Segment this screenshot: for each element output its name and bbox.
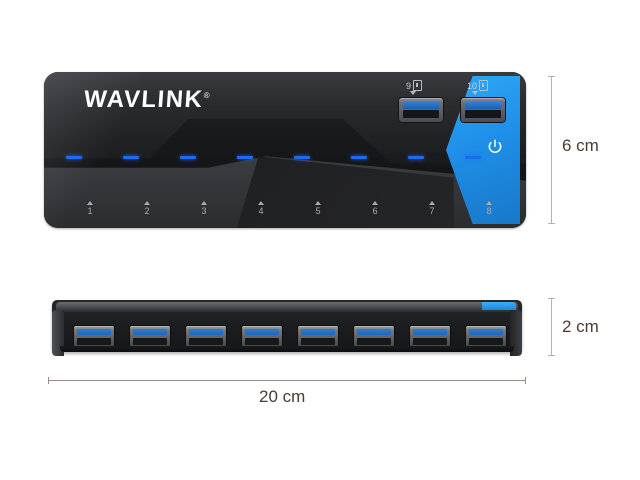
hub-housing-top: WAVLINK® 9 10 1 2 — [44, 72, 526, 228]
charging-port-label-10: 10 — [467, 80, 489, 91]
charging-port-label-9: 9 — [406, 80, 423, 91]
front-bottom-edge — [60, 346, 514, 352]
led-indicator-1 — [66, 156, 82, 159]
led-indicator-2 — [123, 156, 139, 159]
dimension-label-height: 6 cm — [562, 136, 599, 155]
led-indicator-3 — [180, 156, 196, 159]
product-top-view: WAVLINK® 9 10 1 2 — [44, 72, 526, 228]
dimension-label-width: 20 cm — [259, 387, 306, 406]
brand-logo-text: WAVLINK — [83, 86, 205, 113]
port-number-6: 6 — [372, 206, 378, 216]
arrow-up-icon — [144, 201, 150, 205]
product-front-view — [52, 292, 522, 358]
port-mark-3: 3 — [196, 201, 212, 216]
usb-port-front-8[interactable] — [466, 326, 506, 348]
arrow-down-icon-10 — [472, 91, 478, 95]
arrow-up-icon — [315, 201, 321, 205]
charge-icon — [413, 80, 423, 91]
port-number-8: 8 — [486, 206, 492, 216]
led-indicator-5 — [294, 156, 310, 159]
dimension-line-depth — [548, 298, 555, 356]
hub-housing-front — [52, 300, 522, 356]
port-number-4: 4 — [258, 206, 264, 216]
arrow-up-icon — [372, 201, 378, 205]
dimension-line-height — [548, 76, 555, 224]
port-mark-4: 4 — [253, 201, 269, 216]
arrow-up-icon — [258, 201, 264, 205]
dimension-line-width — [48, 377, 526, 384]
brand-registered-mark: ® — [203, 91, 212, 100]
port-number-3: 3 — [201, 206, 207, 216]
port-mark-5: 5 — [310, 201, 326, 216]
arrow-up-icon — [486, 201, 492, 205]
usb-port-front-1[interactable] — [74, 326, 114, 348]
charging-port-number-10: 10 — [467, 80, 478, 91]
port-mark-2: 2 — [139, 201, 155, 216]
port-mark-8: 8 — [481, 201, 497, 216]
charge-icon — [479, 80, 489, 91]
led-indicator-4 — [237, 156, 253, 159]
usb-port-front-5[interactable] — [298, 326, 338, 348]
usb-port-top-9[interactable] — [399, 98, 443, 122]
port-number-2: 2 — [144, 206, 150, 216]
usb-port-top-10[interactable] — [461, 98, 505, 122]
power-icon[interactable] — [486, 138, 504, 156]
usb-port-front-3[interactable] — [186, 326, 226, 348]
usb-port-front-2[interactable] — [130, 326, 170, 348]
arrow-up-icon — [429, 201, 435, 205]
front-left-end-cap — [52, 310, 64, 356]
front-blue-accent — [482, 302, 516, 310]
usb-port-front-7[interactable] — [410, 326, 450, 348]
port-number-1: 1 — [87, 206, 93, 216]
usb-port-front-4[interactable] — [242, 326, 282, 348]
brand-logo: WAVLINK® — [83, 86, 212, 114]
arrow-up-icon — [87, 201, 93, 205]
port-mark-6: 6 — [367, 201, 383, 216]
led-indicator-8 — [465, 156, 481, 159]
charging-port-number-9: 9 — [406, 80, 412, 91]
dimension-label-depth: 2 cm — [562, 317, 599, 336]
port-mark-1: 1 — [82, 201, 98, 216]
led-indicator-6 — [351, 156, 367, 159]
port-number-5: 5 — [315, 206, 321, 216]
arrow-down-icon-9 — [410, 91, 416, 95]
port-number-7: 7 — [429, 206, 435, 216]
arrow-up-icon — [201, 201, 207, 205]
port-mark-7: 7 — [424, 201, 440, 216]
usb-port-front-6[interactable] — [354, 326, 394, 348]
led-indicator-7 — [408, 156, 424, 159]
front-top-edge — [56, 302, 518, 312]
front-right-end-cap — [510, 310, 522, 356]
